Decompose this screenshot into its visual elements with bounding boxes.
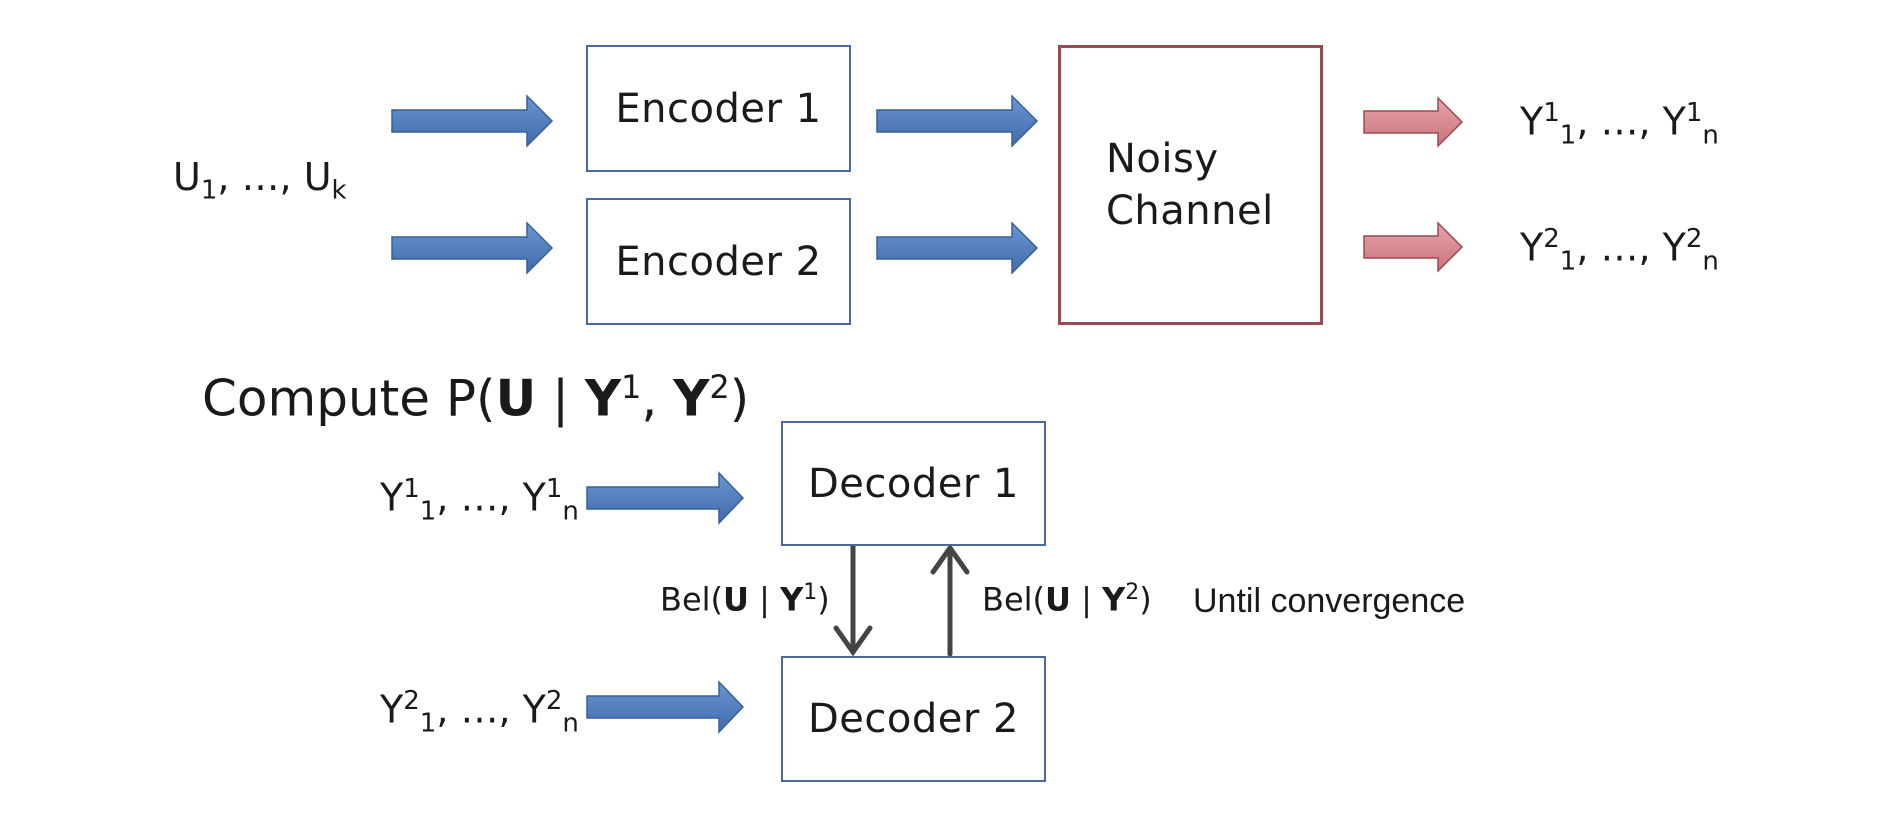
compute-posterior-title: Compute P(U | Y1, Y2) — [202, 368, 750, 428]
until-convergence-label: Until convergence — [1193, 582, 1466, 620]
encoder-1-box: Encoder 1 — [586, 45, 851, 172]
channel-label-line1: Noisy — [1106, 136, 1219, 182]
decoder-1-label: Decoder 1 — [808, 460, 1019, 507]
belief-up-label: Bel(U | Y2) — [982, 580, 1152, 619]
channel-output-2-label: Y21, …, Y2n — [1520, 224, 1719, 277]
channel-output-1-label: Y11, …, Y1n — [1520, 98, 1719, 151]
noisy-channel-box: Noisy Channel — [1058, 45, 1323, 325]
decoder-input-1-label: Y11, …, Y1n — [380, 474, 579, 527]
arrow-in1-to-decoder1 — [586, 471, 745, 525]
arrow-input-to-encoder1 — [391, 94, 554, 148]
channel-label-line2: Channel — [1106, 188, 1274, 234]
belief-down-label: Bel(U | Y1) — [660, 580, 830, 619]
encoder-2-box: Encoder 2 — [586, 198, 851, 325]
decoder-1-box: Decoder 1 — [781, 421, 1046, 546]
belief-down-arrow — [833, 543, 873, 657]
encoder-2-label: Encoder 2 — [615, 238, 822, 285]
arrow-channel-out1 — [1363, 96, 1464, 148]
input-sequence-label: U1, …, Uk — [173, 155, 347, 206]
arrow-input-to-encoder2 — [391, 221, 554, 275]
arrow-channel-out2 — [1363, 221, 1464, 273]
decoder-input-2-label: Y21, …, Y2n — [380, 686, 579, 739]
belief-up-arrow — [930, 543, 970, 657]
arrow-encoder1-to-channel — [876, 94, 1039, 148]
decoder-2-label: Decoder 2 — [808, 696, 1019, 742]
decoder-2-box: Decoder 2 — [781, 656, 1046, 782]
arrow-in2-to-decoder2 — [586, 680, 745, 734]
arrow-encoder2-to-channel — [876, 221, 1039, 275]
encoder-1-label: Encoder 1 — [615, 85, 822, 132]
